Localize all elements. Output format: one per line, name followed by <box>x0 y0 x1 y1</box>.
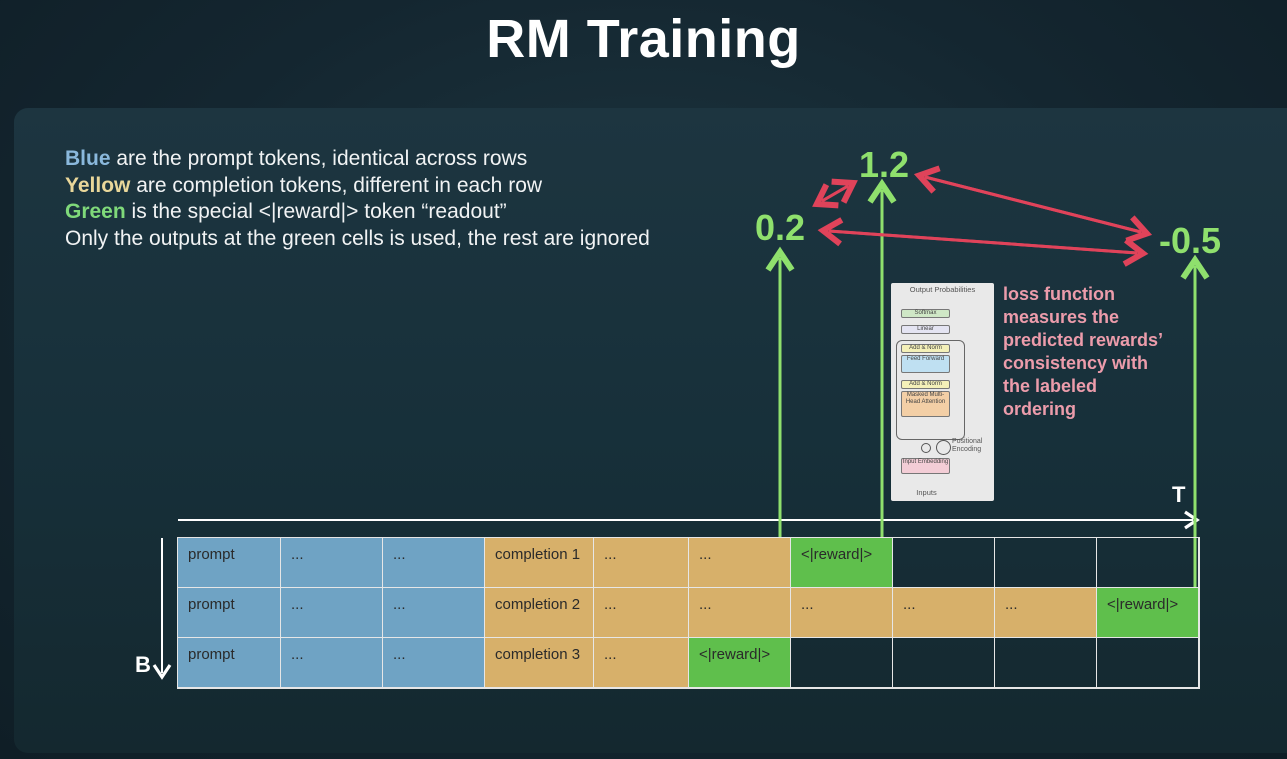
completion-cell: ... <box>995 588 1097 638</box>
legend-line-blue: Blue are the prompt tokens, identical ac… <box>65 147 528 170</box>
batch-axis-label: B <box>135 652 151 677</box>
completion-cell: ... <box>594 588 689 638</box>
slide-title: RM Training <box>486 9 801 69</box>
input-embedding-block: Input Embedding <box>901 458 950 474</box>
compare-arrow-c-back <box>817 217 1138 255</box>
linear-block: Linear <box>901 325 950 334</box>
empty-cell <box>1097 538 1199 588</box>
completion-cell: completion 3 <box>485 638 594 688</box>
legend-line-green: Green is the special <|reward|> token “r… <box>65 200 507 223</box>
empty-cell <box>893 538 995 588</box>
time-axis-label: T <box>1172 482 1186 507</box>
prompt-cell: ... <box>281 538 383 588</box>
prompt-cell: ... <box>383 638 485 688</box>
score-row2: -0.5 <box>1159 220 1222 261</box>
plus-icon <box>921 443 931 453</box>
compare-arrow-b-back <box>913 165 1142 234</box>
token-grid: prompt......completion 1......<|reward|>… <box>177 537 1200 689</box>
empty-cell <box>1097 638 1199 688</box>
legend-line-yellow: Yellow are completion tokens, different … <box>65 173 543 197</box>
score-row3: 0.2 <box>755 207 806 248</box>
empty-cell <box>995 538 1097 588</box>
completion-cell: ... <box>791 588 893 638</box>
masked-attention-block: Masked Multi-Head Attention <box>901 391 950 417</box>
prompt-cell: prompt <box>178 588 281 638</box>
add-norm-block-top: Add & Norm <box>901 344 950 353</box>
softmax-block: Softmax <box>901 309 950 318</box>
prompt-cell: ... <box>383 538 485 588</box>
compare-arrow-a-back <box>812 183 849 209</box>
feed-forward-block: Feed Forward <box>901 355 950 373</box>
prompt-cell: prompt <box>178 638 281 688</box>
reward-cell: <|reward|> <box>791 538 893 588</box>
prompt-cell: ... <box>281 638 383 688</box>
empty-cell <box>791 638 893 688</box>
prompt-cell: ... <box>383 588 485 638</box>
reward-cell: <|reward|> <box>689 638 791 688</box>
completion-cell: completion 1 <box>485 538 594 588</box>
reward-cell: <|reward|> <box>1097 588 1199 638</box>
completion-cell: ... <box>689 588 791 638</box>
legend-line-note: Only the outputs at the green cells is u… <box>65 226 650 250</box>
positional-encoding-label: Positional Encoding <box>952 438 983 453</box>
completion-cell: ... <box>594 538 689 588</box>
completion-cell: ... <box>689 538 791 588</box>
completion-cell: completion 2 <box>485 588 594 638</box>
loss-function-note: loss function measures the predicted rew… <box>1003 284 1163 419</box>
completion-cell: ... <box>893 588 995 638</box>
empty-cell <box>893 638 995 688</box>
prompt-cell: ... <box>281 588 383 638</box>
wave-icon <box>936 440 951 455</box>
completion-cell: ... <box>594 638 689 688</box>
inputs-label: Inputs <box>916 488 937 497</box>
prompt-cell: prompt <box>178 538 281 588</box>
empty-cell <box>995 638 1097 688</box>
legend: Blue are the prompt tokens, identical ac… <box>65 146 650 252</box>
transformer-diagram: Output Probabilities Softmax Linear Add … <box>891 283 994 501</box>
add-norm-block-bottom: Add & Norm <box>901 380 950 389</box>
output-probabilities-label: Output Probabilities <box>909 285 976 294</box>
score-row1: 1.2 <box>859 144 910 185</box>
decoder-block <box>896 340 965 440</box>
